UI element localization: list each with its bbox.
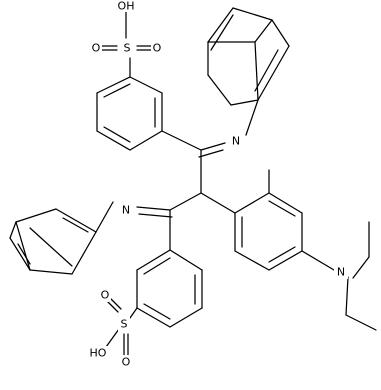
right-aryl-ring: [234, 192, 303, 271]
atom-label-sulfur-bottom: S: [121, 318, 128, 331]
atom-label-oh-top: OH: [118, 0, 135, 13]
central-chain: [136, 99, 259, 251]
top-aryl-ring: [96, 76, 163, 151]
atom-label-ho-bottom: HO: [90, 347, 107, 360]
atom-label-sulfur-top: S: [124, 42, 131, 55]
atom-label-oxygen-top-left: O: [92, 42, 101, 55]
bond-lines: [9, 7, 377, 356]
atom-label-oxygen-top-right: O: [153, 42, 162, 55]
atom-label-nitrogen-imine-left: N: [122, 204, 130, 217]
atom-label-nitrogen-amine: N: [337, 266, 345, 279]
top-bicyclic-ring: [207, 7, 290, 106]
atom-labels: OH S O O N N N S O O HO: [88, 0, 348, 369]
atom-label-oxygen-bottom-upper: O: [101, 289, 110, 302]
bottom-aryl-ring: [136, 249, 203, 328]
left-bicyclic-ring: [9, 201, 114, 275]
atom-label-oxygen-bottom-lower: O: [122, 356, 131, 369]
atom-label-nitrogen-imine-top: N: [232, 135, 240, 148]
